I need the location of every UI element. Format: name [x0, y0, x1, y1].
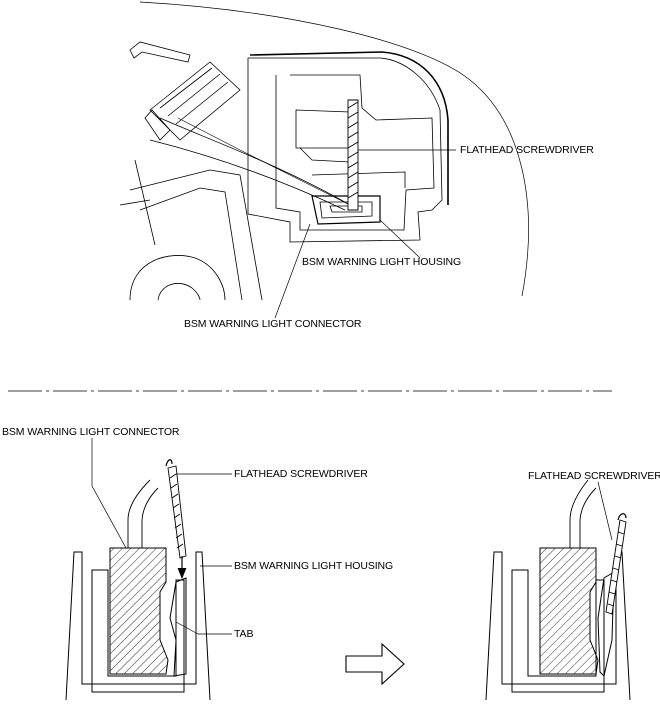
top-view-illustration — [119, 1, 529, 301]
detail-before — [65, 459, 211, 701]
top-leaders — [274, 149, 456, 319]
label-bsm-warning-light-housing-top: BSM WARNING LIGHT HOUSING — [302, 256, 462, 268]
detail-after — [485, 479, 631, 701]
air-vent — [149, 61, 241, 141]
label-tab: TAB — [234, 628, 254, 640]
connector-before — [109, 547, 169, 675]
bsm-housing-top — [311, 195, 381, 225]
flathead-screwdriver-top — [347, 99, 359, 211]
label-flathead-screwdriver-detail: FLATHEAD SCREWDRIVER — [234, 468, 368, 480]
after-leaders — [597, 481, 613, 541]
switch-panel — [247, 57, 443, 243]
label-bsm-warning-light-connector-top: BSM WARNING LIGHT CONNECTOR — [184, 318, 362, 330]
flathead-screwdriver-before — [165, 459, 187, 559]
label-flathead-screwdriver-top: FLATHEAD SCREWDRIVER — [460, 144, 594, 156]
connector-after — [539, 547, 599, 675]
tab-before — [169, 577, 187, 677]
dashboard-outline — [139, 1, 529, 297]
flathead-screwdriver-after — [605, 513, 627, 615]
tab-after — [597, 571, 615, 677]
label-bsm-warning-light-connector-detail: BSM WARNING LIGHT CONNECTOR — [2, 426, 180, 438]
label-bsm-warning-light-housing-detail: BSM WARNING LIGHT HOUSING — [234, 560, 394, 572]
label-flathead-screwdriver-after: FLATHEAD SCREWDRIVER — [528, 470, 660, 482]
gauge-circle — [129, 255, 226, 301]
before-leaders — [91, 438, 232, 635]
right-arrow-icon — [345, 642, 405, 686]
